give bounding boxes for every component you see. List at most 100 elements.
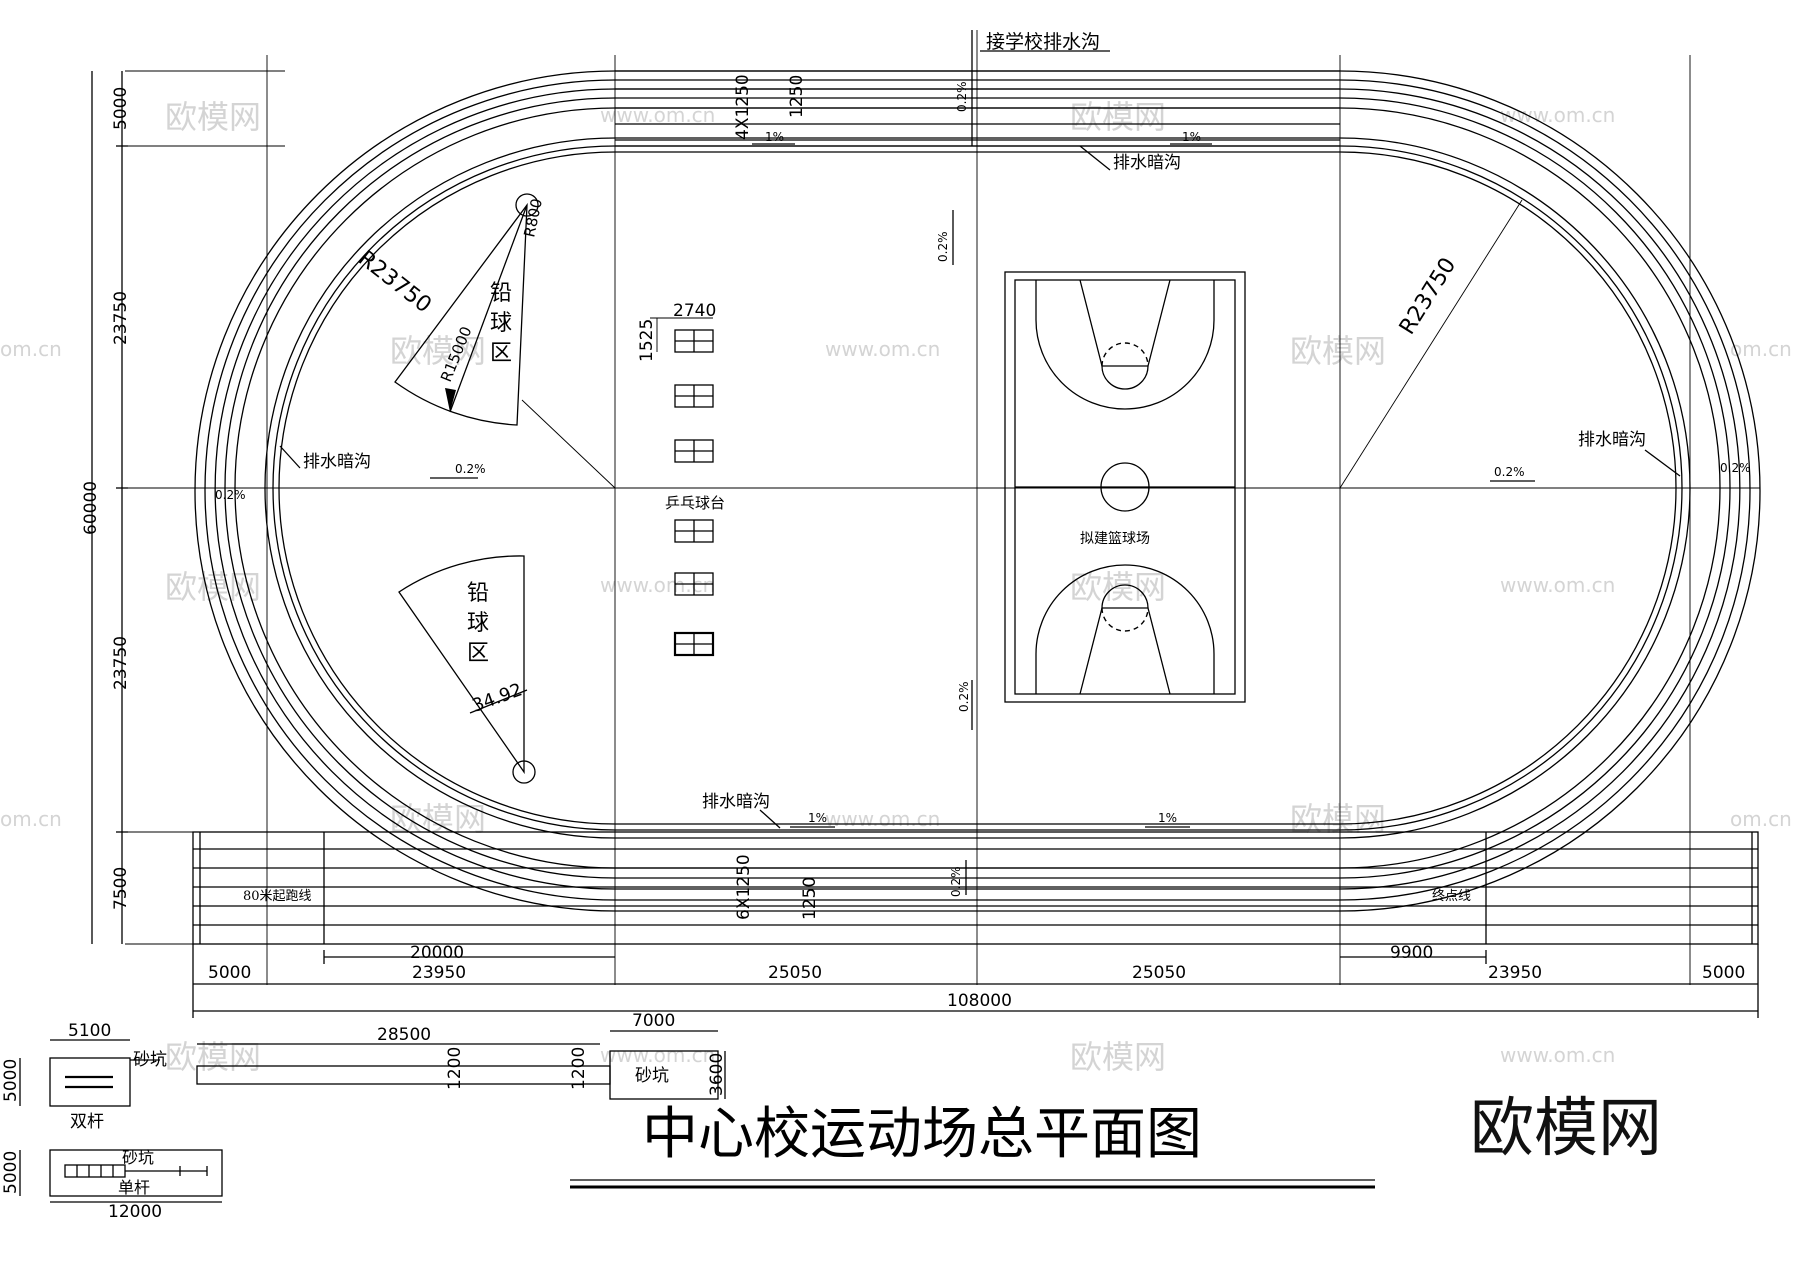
table-tennis-label: 乒乓球台: [665, 494, 725, 512]
watermark: www.om.cn: [825, 337, 940, 361]
watermark: 欧模网: [390, 332, 486, 370]
center-circle: [1100, 462, 1150, 512]
dimension-label: 1525: [637, 319, 657, 362]
free-throw-lane: [1079, 279, 1171, 367]
dimension-label: 6X1250: [734, 854, 754, 920]
double-bar-detail: 5100 5000 砂坑 双杆: [1, 1021, 167, 1132]
single-bar-detail: 5000 砂坑 单杆 12000: [1, 1148, 223, 1222]
free-throw-circle-dashed: [1101, 342, 1149, 367]
radius-line: [521, 399, 616, 489]
dimension-label: 1250: [800, 877, 820, 920]
sand-pit-label: 砂坑: [133, 1050, 167, 1070]
track-lane-line: [224, 97, 1731, 879]
sand-pit-label: 砂坑: [635, 1066, 669, 1086]
watermark: 欧模网: [1070, 568, 1166, 606]
running-track: [194, 70, 1761, 912]
title-block: 中心校运动场总平面图: [570, 1102, 1375, 1189]
dimension-label: 1250: [787, 75, 807, 118]
track-inner-edge: [264, 137, 1691, 839]
dimension-label: 12000: [108, 1202, 162, 1222]
dimension-label: 60000: [81, 481, 101, 535]
watermark: 欧模网: [1070, 1038, 1166, 1076]
watermark: www.om.cn: [600, 1043, 715, 1067]
dimension-label: 23750: [111, 291, 131, 345]
table-tennis-table: [674, 384, 714, 408]
bottom-sprint-lanes: 80米起跑线 终点线: [192, 831, 1759, 945]
zone-label: 铅: [467, 581, 489, 606]
slope-label: 0.2%: [955, 82, 969, 113]
zone-label: 区: [490, 341, 512, 366]
table-tennis-table: [674, 572, 714, 596]
arrow-icon: [445, 388, 456, 412]
vertical-dimension-chain: 5000 23750 60000 23750 7500: [81, 71, 131, 944]
brand-logo: 欧模网: [1470, 1092, 1662, 1166]
start-line-label: 80米起跑线: [243, 889, 312, 904]
dimension-label: 25050: [768, 963, 822, 983]
radius-line: [449, 204, 528, 413]
angle-label: 34.92: [470, 679, 526, 716]
free-throw-lane: [1079, 607, 1171, 695]
leader-line: [759, 809, 781, 829]
double-bar-label: 双杆: [70, 1112, 104, 1132]
shot-put-sector: [398, 555, 525, 775]
dimension-label: 23950: [1488, 963, 1542, 983]
court-outer-boundary: [1004, 271, 1246, 703]
court-label: 拟建篮球场: [1080, 531, 1150, 547]
slope-label: 0.2%: [1720, 461, 1751, 475]
dimension-line: [469, 689, 528, 714]
double-bar-box: [49, 1057, 131, 1107]
slope-label: 1%: [1182, 130, 1201, 144]
watermark: 欧模网: [165, 98, 261, 136]
watermark: 欧模网: [1290, 332, 1386, 370]
drawing-title: 中心校运动场总平面图: [642, 1102, 1202, 1167]
drain-connect-label: 接学校排水沟: [986, 31, 1100, 53]
dimension-label: 7000: [632, 1011, 675, 1031]
dimension-label: 5000: [1, 1059, 21, 1102]
watermark-layer: 欧模网 欧模网 www.om.cn www.om.cn 欧模网 欧模网 www.…: [0, 98, 1792, 1076]
free-throw-circle-dashed: [1101, 607, 1149, 632]
radius-label: R800: [520, 197, 546, 239]
radius-label: R23750: [1395, 254, 1461, 340]
sprint-lanes-box: [192, 831, 1759, 945]
watermark: www.om.cn: [1500, 1043, 1615, 1067]
slope-label: 1%: [808, 811, 827, 825]
bar-block: [64, 1164, 126, 1178]
three-point-line: [1035, 280, 1215, 410]
slope-label: 0.2%: [455, 462, 486, 476]
watermark: om.cn: [0, 807, 62, 831]
drainage-annotations: 接学校排水沟 排水暗沟 排水暗沟 排水暗沟 排水暗沟 1% 1% 0.2% 0.…: [215, 31, 1751, 897]
dimension-label: 5000: [1702, 963, 1745, 983]
watermark: www.om.cn: [1500, 573, 1615, 597]
leader-line: [1644, 449, 1681, 477]
watermark: www.om.cn: [1500, 103, 1615, 127]
dimension-label: 9900: [1390, 943, 1433, 963]
drain-label: 排水暗沟: [303, 452, 371, 472]
dimension-label: 25050: [1132, 963, 1186, 983]
shot-put-circle: [512, 760, 536, 784]
dimension-label: 4X1250: [733, 74, 753, 140]
basketball-court: 拟建篮球场: [1004, 271, 1246, 703]
single-bar-box: [49, 1149, 223, 1197]
track-lane-line: [194, 70, 1761, 912]
track-lane-line: [204, 79, 1751, 901]
sand-pit-label: 砂坑: [122, 1148, 154, 1167]
leader-line: [279, 445, 301, 469]
watermark: 欧模网: [1070, 98, 1166, 136]
dimension-label: 23750: [111, 636, 131, 690]
finish-line-label: 终点线: [1432, 888, 1471, 904]
horizontal-dimension-chain: 20000 9900 5000 23950 25050 25050 23950 …: [192, 943, 1759, 1018]
free-throw-circle: [1101, 584, 1149, 609]
watermark: www.om.cn: [600, 573, 715, 597]
radius-line: [1339, 199, 1523, 489]
free-throw-circle: [1101, 365, 1149, 390]
dimension-label: 3600: [707, 1053, 727, 1096]
slope-label: 0.2%: [957, 682, 971, 713]
dimension-label: 5100: [68, 1021, 111, 1041]
zone-label: 球: [490, 311, 512, 336]
watermark: om.cn: [1730, 337, 1792, 361]
dimension-label: 23950: [412, 963, 466, 983]
watermark: om.cn: [0, 337, 62, 361]
table-tennis-table: [674, 439, 714, 463]
slope-label: 0.2%: [215, 488, 246, 502]
